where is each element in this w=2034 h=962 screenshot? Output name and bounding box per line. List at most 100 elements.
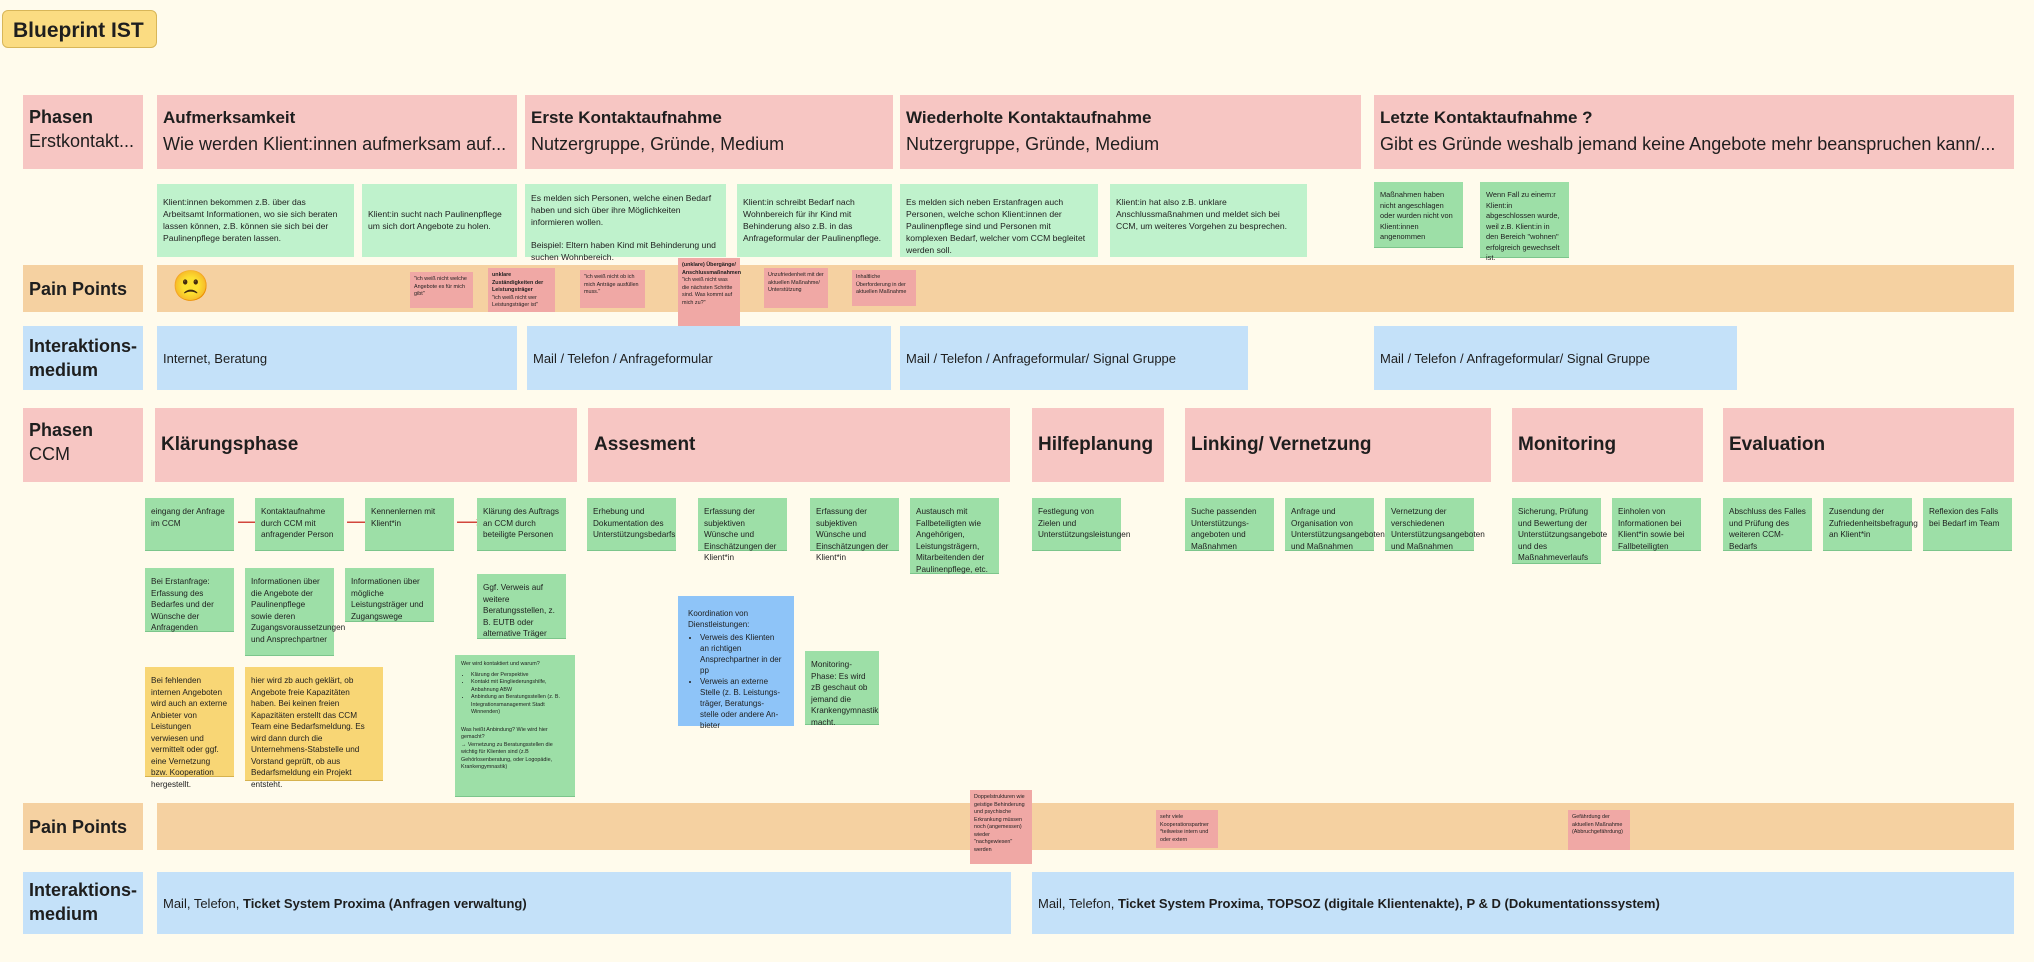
- phase-klaerungsphase: Klärungsphase: [155, 408, 577, 482]
- phase-wiederholte-kontaktaufnahme: Wiederholte Kontaktaufnahme Nutzergruppe…: [900, 95, 1361, 169]
- medium-cell-plain: Mail, Telefon,: [163, 895, 240, 911]
- phase-title: Letzte Kontaktaufnahme ?: [1380, 108, 1593, 127]
- medium-cell-plain: Mail, Telefon,: [1038, 895, 1115, 911]
- sticky-note: Maßnahmen haben nicht angeschlagen oder …: [1374, 182, 1463, 248]
- row-label-phasen-ccm: Phasen CCM: [23, 408, 143, 482]
- row-label-pain-points-2: Pain Points: [23, 803, 143, 850]
- pain-note: Doppelstrukturen wie geistige Behinderun…: [970, 790, 1032, 864]
- pain-note: Inhaltliche Überforderung in der aktuell…: [852, 270, 916, 306]
- step-note: Austausch mit Fallbeteiligten wie Angehö…: [910, 498, 999, 574]
- sad-face-icon: 🙁: [172, 270, 210, 303]
- detail-list-item: Anbindung an Beratungsstellen (z. B. Int…: [471, 694, 569, 717]
- step-note: Sicherung, Prüfung und Bewertung der Unt…: [1512, 498, 1607, 564]
- blue-note-koordination: Koordination von Dienstleistungen: Verwe…: [678, 596, 794, 730]
- phase-subtitle: Nutzergruppe, Gründe, Medium: [531, 134, 785, 154]
- detail-note: Bei Erstanfrage: Erfassung des Bedarfes …: [145, 568, 234, 632]
- detail-list-item: Kontakt mit Eingliederungshilfe, Anbahnu…: [471, 679, 569, 694]
- step-note: Klärung des Auftrags an CCM durch beteil…: [477, 498, 566, 551]
- sticky-note: Klient:innen bekommen z.B. über das Arbe…: [157, 184, 354, 257]
- medium-cell-bold: Ticket System Proxima, TOPSOZ (digitale …: [1117, 895, 1660, 911]
- phase-monitoring: Monitoring: [1512, 408, 1703, 482]
- sticky-note: Klient:in hat also z.B. unklare Anschlus…: [1110, 184, 1307, 257]
- detail-note: Informationen über mögliche Leistungsträ…: [345, 568, 434, 622]
- step-note: Erfassung der subjektiven Wünsche und Ei…: [810, 498, 899, 562]
- detail-note-line: Wer wird kontaktiert und warum?: [461, 661, 540, 667]
- phase-aufmerksamkeit: Aufmerksamkeit Wie werden Klient:innen a…: [157, 95, 517, 169]
- blue-note-item: Verweis an externe Stelle (z. B. Leistun…: [700, 676, 784, 731]
- sticky-note: Es melden sich Personen, welche einen Be…: [525, 184, 726, 262]
- board-title: Blueprint IST: [2, 10, 157, 48]
- detail-note: Monitoring-Phase: Es wird zB geschaut ob…: [805, 651, 879, 727]
- yellow-note: Bei fehlenden internen Angeboten wird au…: [145, 667, 234, 789]
- phase-hilfeplanung: Hilfeplanung: [1032, 408, 1164, 482]
- medium-cell: Mail, Telefon, Ticket System Proxima, TO…: [1032, 872, 2014, 934]
- detail-note: Ggf. Verweis auf weitere Beratungsstelle…: [477, 574, 566, 639]
- row-label-interaktionsmedium-2-text: Interaktions-medium: [29, 880, 138, 924]
- phase-linking-vernetzung: Linking/ Vernetzung: [1185, 408, 1491, 482]
- row-label-phasen-ek-sub: Erstkontakt...: [29, 131, 135, 151]
- detail-note: Informationen über die Angebote der Paul…: [245, 568, 345, 656]
- phase-title: Wiederholte Kontaktaufnahme: [906, 108, 1152, 127]
- phase-assesment: Assesment: [588, 408, 1010, 482]
- step-note: Abschluss des Falles und Prüfung des wei…: [1723, 498, 1812, 551]
- pain-note-line: "ich weiß nicht wer Leistungsträger ist": [492, 294, 538, 309]
- arrow-right-icon: ⟶: [456, 512, 482, 532]
- step-note: Erfassung der subjektiven Wünsche und Ei…: [698, 498, 787, 562]
- row-label-pain-points-2-text: Pain Points: [29, 817, 128, 837]
- detail-note-kontakt: Wer wird kontaktiert und warum? Klärung …: [455, 655, 575, 797]
- sticky-note: Es melden sich neben Erstanfragen auch P…: [900, 184, 1098, 257]
- row-label-interaktionsmedium: Interaktions-medium: [23, 326, 143, 390]
- step-note: Kontaktaufnahme durch CCM mit anfragende…: [255, 498, 344, 551]
- step-note: Kennenlernen mit Klient*in: [365, 498, 454, 551]
- pain-note: (unklare) Übergänge/ Anschlussmaßnahmen …: [678, 258, 742, 331]
- step-note: eingang der Anfrage im CCM: [145, 498, 234, 551]
- medium-cell: Mail / Telefon / Anfrageformular/ Signal…: [900, 326, 1248, 390]
- pain-note-bold: (unklare) Übergänge/ Anschlussmaßnahmen: [682, 262, 742, 276]
- phase-title: Aufmerksamkeit: [163, 108, 296, 127]
- phase-subtitle: Gibt es Gründe weshalb jemand keine Ange…: [1380, 134, 1996, 154]
- medium-cell: Mail / Telefon / Anfrageformular: [527, 326, 891, 390]
- phase-subtitle: Nutzergruppe, Gründe, Medium: [906, 134, 1160, 154]
- medium-cell: Internet, Beratung: [157, 326, 517, 390]
- pain-note: unklare Zuständigkeiten der Leistungsträ…: [488, 268, 555, 312]
- phase-title: Erste Kontaktaufnahme: [531, 108, 722, 127]
- phase-evaluation: Evaluation: [1723, 408, 2014, 482]
- step-note: Zusendung der Zufriedenheitsbefragung an…: [1823, 498, 1918, 551]
- detail-note-line: → Vernetzung zu Beratungsstellen die wic…: [461, 741, 553, 771]
- pain-note: "ich weiß nicht welche Angebote es für m…: [410, 272, 473, 308]
- row-label-phasen-ccm-bold: Phasen: [29, 420, 94, 440]
- pain-note-bold: unklare Zuständigkeiten der Leistungsträ…: [492, 272, 544, 293]
- pain-note: Unzufriedenheit mit der aktuellen Maßnah…: [764, 268, 828, 308]
- step-note: Suche passenden Unterstützungs-angeboten…: [1185, 498, 1274, 551]
- step-note: Reflexion des Falls bei Bedarf im Team: [1923, 498, 2012, 551]
- row-label-interaktionsmedium-text: Interaktions-medium: [29, 336, 138, 380]
- detail-list-item: Klärung der Perspektive: [471, 672, 569, 680]
- row-label-phasen-ek: Phasen Erstkontakt...: [23, 95, 143, 169]
- blue-note-list: Verweis des Klienten an richtigen Anspre…: [688, 632, 784, 731]
- step-note: Erhebung und Dokumentation des Unterstüt…: [587, 498, 676, 551]
- pain-note: Gefährdung der aktuellen Maßnahme (Abbru…: [1568, 810, 1630, 850]
- pain-note: "ich weiß nicht ob ich mich Anträge ausf…: [580, 270, 645, 308]
- step-note: Anfrage und Organisation von Unterstützu…: [1285, 498, 1385, 551]
- sticky-note: Klient:in sucht nach Paulinenpflege um s…: [362, 184, 517, 257]
- pain-note-line: "ich weiß nicht was die nächsten Schritt…: [682, 277, 733, 306]
- sticky-note-line: Beispiel: Eltern haben Kind mit Behinder…: [531, 240, 716, 262]
- sticky-note: Klient:in schreibt Bedarf nach Wohnberei…: [737, 184, 892, 257]
- pain-points-band-2: [157, 803, 2014, 850]
- yellow-note: hier wird zb auch geklärt, ob Angebote f…: [245, 667, 383, 789]
- row-label-phasen-ek-bold: Phasen: [29, 107, 94, 127]
- detail-list: Klärung der Perspektive Kontakt mit Eing…: [461, 672, 569, 717]
- medium-cell: Mail / Telefon / Anfrageformular/ Signal…: [1374, 326, 1737, 390]
- medium-cell: Mail, Telefon, Ticket System Proxima (An…: [157, 872, 1011, 934]
- sticky-note: Wenn Fall zu einem:r Klient:in abgeschlo…: [1480, 182, 1569, 262]
- phase-subtitle: Wie werden Klient:innen aufmerksam auf..…: [163, 134, 507, 154]
- row-label-interaktionsmedium-2: Interaktions-medium: [23, 872, 143, 934]
- detail-note-line: Was heißt Anbindung? Wie wird hier gemac…: [461, 726, 548, 741]
- phase-erste-kontaktaufnahme: Erste Kontaktaufnahme Nutzergruppe, Grün…: [525, 95, 893, 169]
- phase-letzte-kontaktaufnahme: Letzte Kontaktaufnahme ? Gibt es Gründe …: [1374, 95, 2014, 169]
- sticky-note-line: Es melden sich Personen, welche einen Be…: [531, 193, 712, 227]
- row-label-pain-points: Pain Points: [23, 265, 143, 312]
- medium-cell-bold: Ticket System Proxima (Anfragen verwaltu…: [242, 895, 527, 911]
- step-note: Festlegung von Zielen und Unterstützungs…: [1032, 498, 1130, 551]
- step-note: Vernetzung der verschiedenen Unterstützu…: [1385, 498, 1485, 551]
